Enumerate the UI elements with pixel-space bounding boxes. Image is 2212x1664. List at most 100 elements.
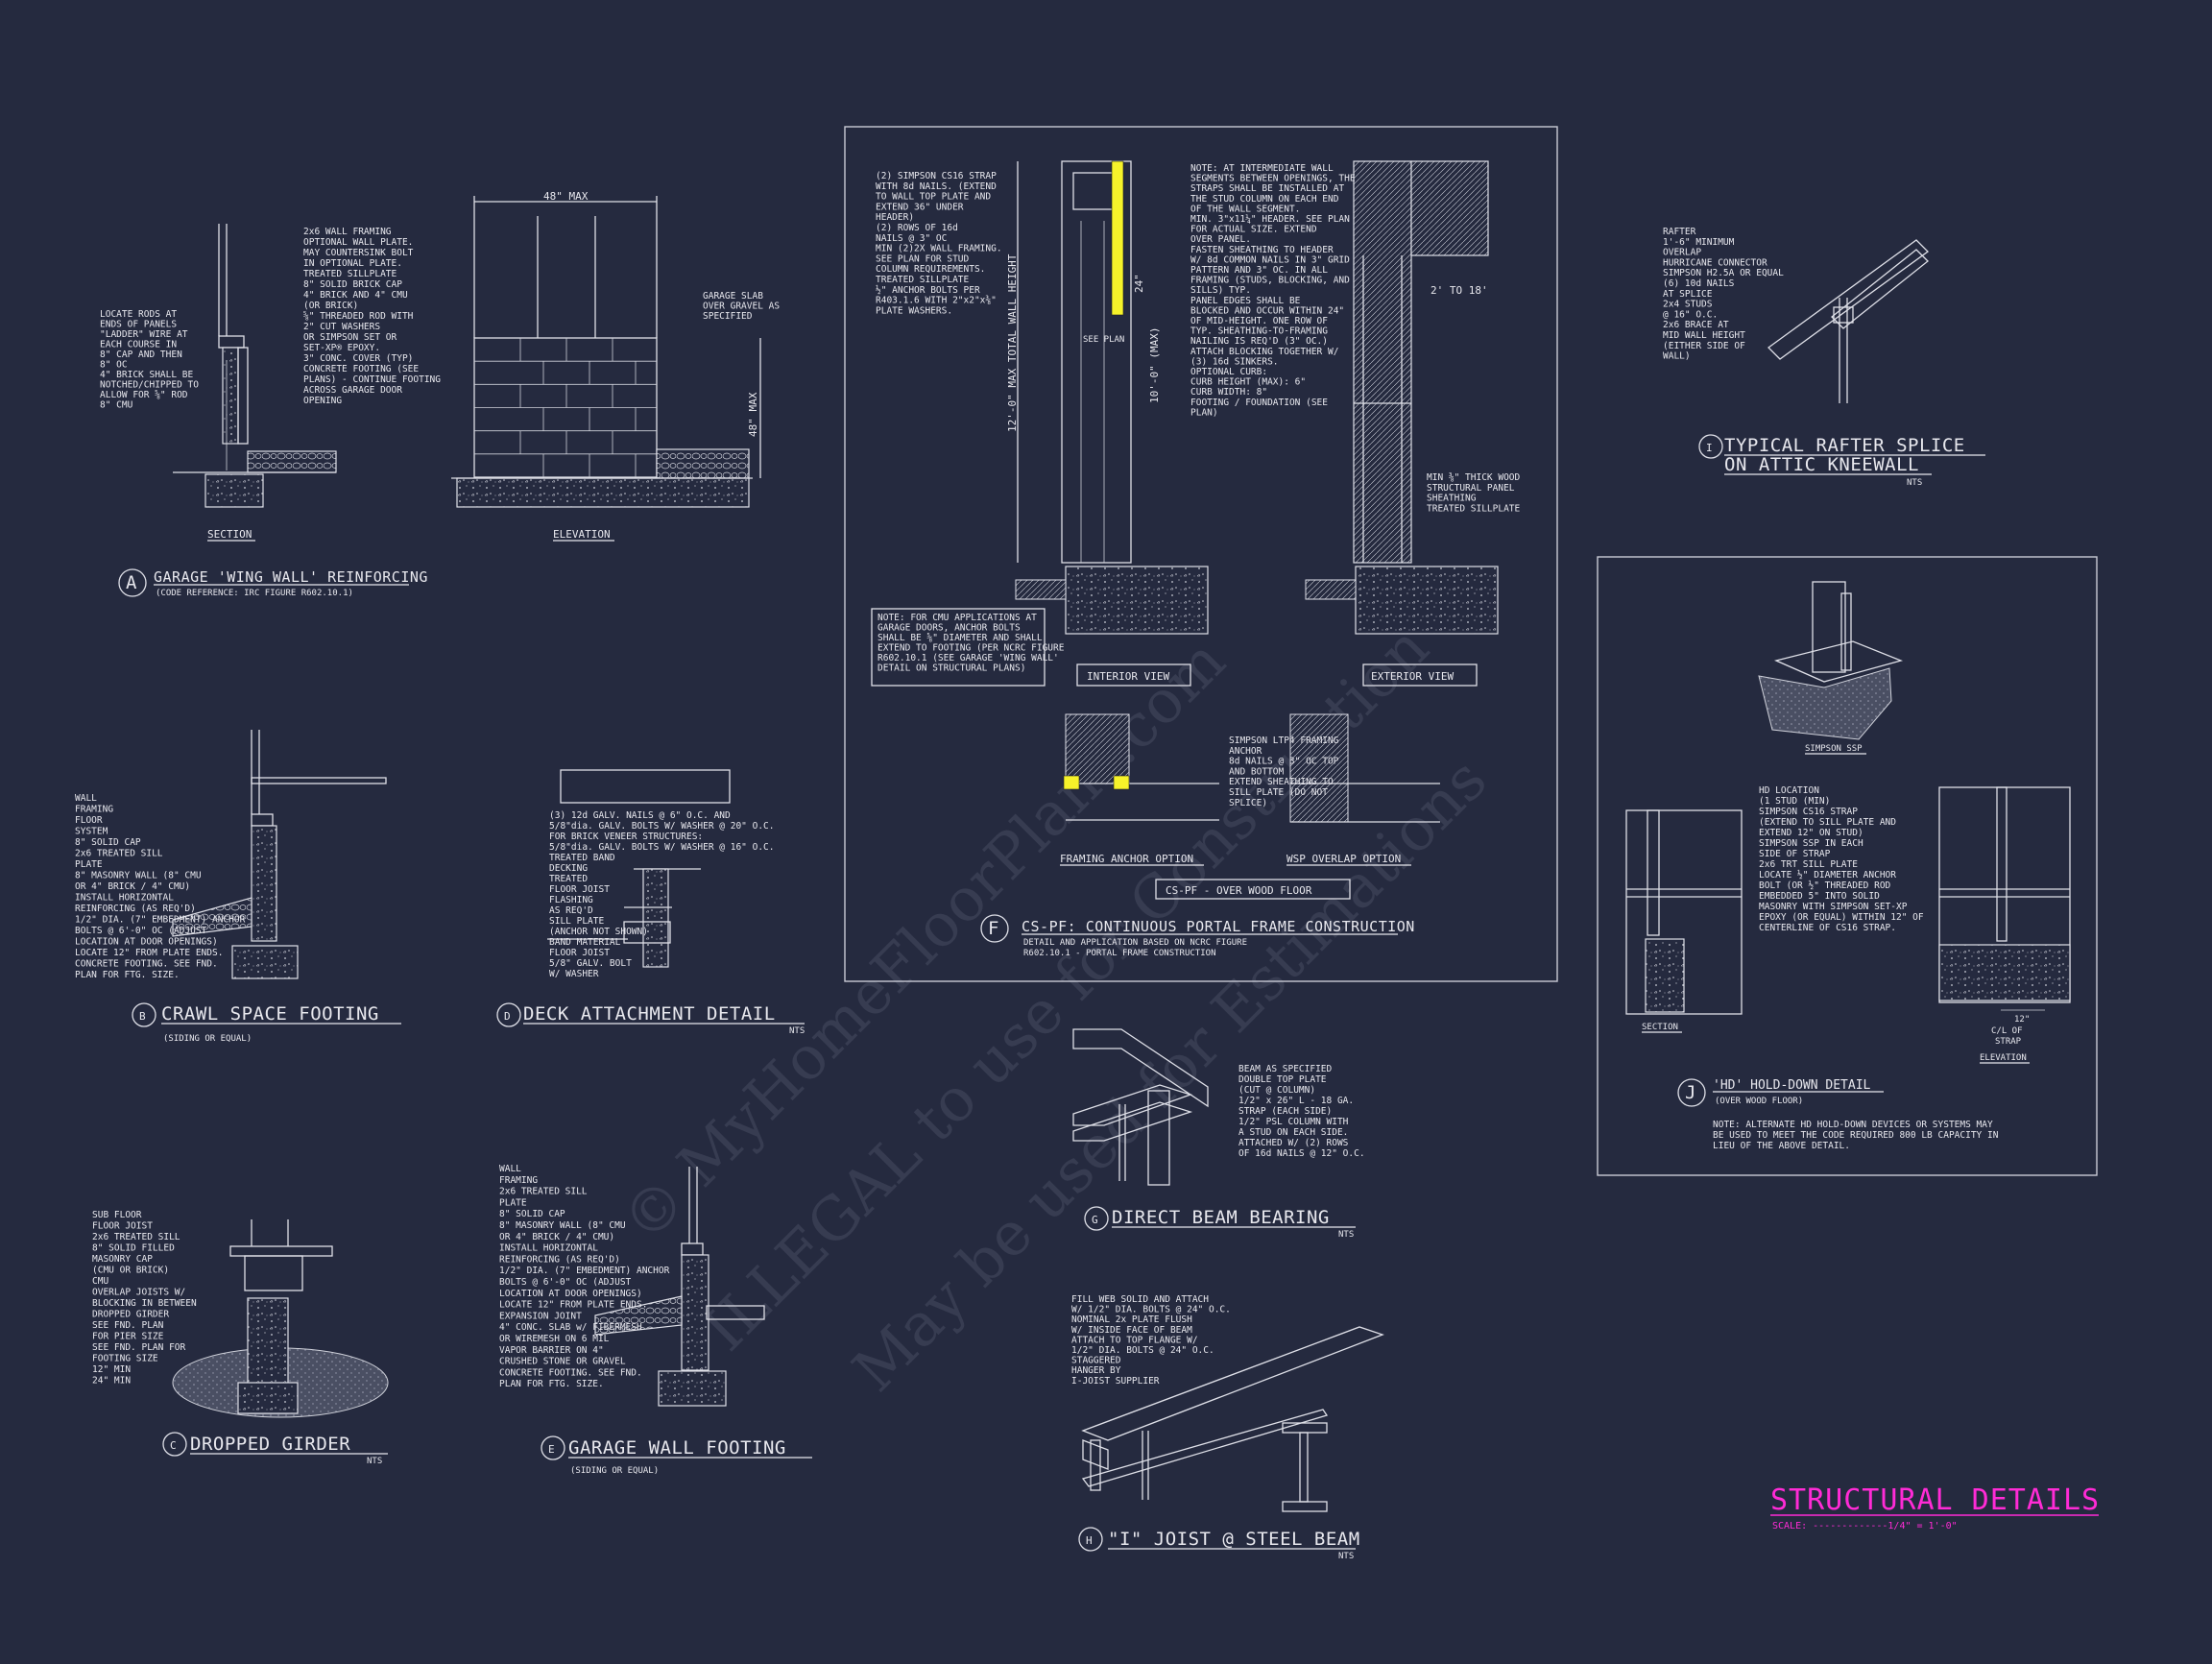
detail-d-nts: NTS	[789, 1026, 805, 1036]
detail-f-subtitle-1: DETAIL AND APPLICATION BASED ON NCRC FIG…	[1023, 938, 1247, 948]
detail-h-note-8: I-JOIST SUPPLIER	[1071, 1376, 1160, 1387]
detail-b-note-16: PLAN FOR FTG. SIZE.	[75, 970, 180, 980]
detail-c-note-14: 12" MIN	[92, 1364, 131, 1375]
detail-a-note-right-6: 4" BRICK AND 4" CMU	[303, 290, 408, 301]
detail-a-note-left-6: 4" BRICK SHALL BE	[100, 370, 194, 380]
detail-a-note-left-7: NOTCHED/CHIPPED TO	[100, 380, 199, 391]
detail-f-title: CS-PF: CONTINUOUS PORTAL FRAME CONSTRUCT…	[1022, 918, 1415, 935]
detail-h-note-6: STAGGERED	[1071, 1356, 1121, 1366]
detail-g-note-6: A STUD ON EACH SIDE.	[1238, 1127, 1348, 1138]
detail-f-note-box	[871, 608, 1046, 687]
detail-e-tag: E	[548, 1443, 555, 1456]
detail-f-note-mid-17: NAILING IS REQ'D (3" OC.)	[1190, 336, 1328, 347]
detail-e-note-6: OR 4" BRICK / 4" CMU)	[499, 1232, 614, 1242]
detail-g-note-1: DOUBLE TOP PLATE	[1238, 1074, 1327, 1085]
detail-a-note-right-10: OR SIMPSON SET OR	[303, 332, 397, 343]
detail-b-tag-circle	[132, 1002, 156, 1027]
detail-f-note-mid-7: OVER PANEL.	[1190, 234, 1251, 245]
detail-g-note-0: BEAM AS SPECIFIED	[1238, 1064, 1333, 1074]
detail-f-tag: F	[988, 918, 999, 939]
detail-a-note-right-5: 8" SOLID BRICK CAP	[303, 279, 402, 290]
detail-a-note-slab-2: SPECIFIED	[703, 311, 753, 322]
detail-e-note-1: FRAMING	[499, 1175, 538, 1186]
detail-g-tag-circle	[1084, 1206, 1109, 1231]
detail-i-title-1: TYPICAL RAFTER SPLICE	[1724, 435, 1965, 456]
detail-f-note-mid-1: SEGMENTS BETWEEN OPENINGS, THE	[1190, 174, 1356, 184]
detail-b-drawing	[172, 730, 387, 979]
detail-f-note-mid-22: CURB WIDTH: 8"	[1190, 387, 1267, 398]
detail-j-note-0: HD LOCATION	[1759, 785, 1819, 796]
detail-j-dim-cl: C/L OF	[1991, 1026, 2023, 1036]
detail-e-drawing	[594, 1167, 765, 1407]
detail-d-note-3: 5/8"dia. GALV. BOLTS W/ WASHER @ 16" O.C…	[549, 842, 775, 853]
detail-f-note-anchor-3: AND BOTTOM	[1229, 766, 1284, 777]
detail-j-note-5: SIMPSON SSP IN EACH	[1759, 838, 1863, 849]
detail-a-note-right-8: ⅝" THREADED ROD WITH	[303, 311, 414, 322]
detail-a-tag: A	[126, 572, 137, 593]
detail-a-note-left-9: 8" CMU	[100, 400, 133, 411]
detail-b-note-1: FRAMING	[75, 805, 113, 815]
detail-f-note-mid-5: MIN. 3"x11¼" HEADER. SEE PLAN	[1190, 214, 1350, 225]
detail-e-note-13: EXPANSION JOINT	[499, 1311, 582, 1321]
detail-i-note-5: (6) 10d NAILS	[1663, 278, 1735, 289]
detail-f-subtitle-2: R602.10.1 - PORTAL FRAME CONSTRUCTION	[1023, 949, 1215, 958]
detail-j-tag: J	[1685, 1082, 1696, 1103]
detail-j-subtitle: (OVER WOOD FLOOR)	[1715, 1097, 1803, 1106]
detail-h-title: "I" JOIST @ STEEL BEAM	[1108, 1529, 1360, 1550]
detail-f-ltp4-anchor-right	[1113, 775, 1130, 790]
detail-f-see-plan: SEE PLAN	[1083, 335, 1124, 345]
detail-f-note-left-5: (2) ROWS OF 16d	[876, 223, 958, 233]
detail-j-elevation-drawing: 12" C/L OF STRAP ELEVATION	[1938, 786, 2071, 1064]
detail-b-note-2: FLOOR	[75, 815, 103, 826]
detail-j-section-drawing: SECTION	[1625, 809, 1743, 1033]
detail-f-note-left-7: MIN (2)2X WALL FRAMING.	[876, 244, 1002, 254]
detail-f-note-box-line-3: EXTEND TO FOOTING (PER NCRC FIGURE	[878, 643, 1065, 654]
detail-f-exterior-view: EXTERIOR VIEW	[1371, 670, 1454, 683]
detail-j-note-6: SIDE OF STRAP	[1759, 849, 1831, 859]
detail-f-note-mid-18: ATTACH BLOCKING TOGETHER W/	[1190, 347, 1338, 357]
detail-j-note-11: MASONRY WITH SIMPSON SET-XP	[1759, 902, 1908, 912]
detail-b-note-13: LOCATION AT DOOR OPENINGS)	[75, 937, 218, 948]
detail-f-note-mid-16: TYP. SHEATHING-TO-FRAMING	[1190, 326, 1328, 337]
detail-a-note-right-13: CONCRETE FOOTING (SEE	[303, 364, 419, 374]
detail-f-cs-pf: CS-PF - OVER WOOD FLOOR	[1166, 884, 1312, 897]
detail-f-note-mid-19: (3) 16d SINKERS.	[1190, 356, 1279, 367]
detail-f-tag-circle	[980, 914, 1009, 943]
detail-j-elevation-label: ELEVATION	[1980, 1053, 2027, 1063]
detail-f-note-box-line-1: GARAGE DOORS, ANCHOR BOLTS	[878, 623, 1021, 634]
detail-a-dim-max: 48" MAX	[543, 190, 589, 203]
detail-h-note-0: FILL WEB SOLID AND ATTACH	[1071, 1294, 1209, 1305]
detail-f-exterior-box	[1362, 663, 1478, 687]
detail-e-note-3: PLATE	[499, 1197, 527, 1208]
detail-e-note-18: CONCRETE FOOTING. SEE FND.	[499, 1367, 642, 1378]
detail-e-note-11: LOCATION AT DOOR OPENINGS)	[499, 1289, 642, 1299]
detail-b-note-10: REINFORCING (AS REQ'D)	[75, 904, 196, 914]
detail-a-note-left-0: LOCATE RODS AT	[100, 309, 177, 320]
detail-a-note-left-3: EACH COURSE IN	[100, 340, 177, 350]
detail-f-note-box-line-0: NOTE: FOR CMU APPLICATIONS AT	[878, 613, 1037, 623]
detail-j-frame	[1597, 556, 2098, 1176]
detail-i-note-4: SIMPSON H2.5A OR EQUAL	[1663, 268, 1784, 278]
detail-e-note-0: WALL	[499, 1164, 521, 1174]
detail-b-tag: B	[139, 1010, 146, 1023]
detail-a-note-left-8: ALLOW FOR ⅝" ROD	[100, 390, 188, 400]
detail-i-note-11: (EITHER SIDE OF	[1663, 341, 1745, 351]
detail-g-nts: NTS	[1338, 1230, 1354, 1240]
detail-f-note-mid-8: FASTEN SHEATHING TO HEADER	[1190, 245, 1334, 255]
detail-a-title: GARAGE 'WING WALL' REINFORCING	[154, 568, 428, 586]
detail-j-note-7: 2x6 TRT SILL PLATE	[1759, 859, 1858, 870]
detail-a-section-drawing: SECTION	[173, 224, 337, 542]
detail-d-note-4: TREATED BAND	[549, 853, 615, 863]
detail-f-note-mid-11: FRAMING (STUDS, BLOCKING, AND	[1190, 276, 1350, 286]
detail-d-note-2: FOR BRICK VENEER STRUCTURES:	[549, 832, 703, 842]
detail-f-note-mid-3: THE STUD COLUMN ON EACH END	[1190, 194, 1339, 205]
detail-c-note-13: FOOTING SIZE	[92, 1354, 158, 1364]
detail-a-note-right-7: (OR BRICK)	[303, 301, 358, 311]
detail-j-tag-circle	[1677, 1078, 1706, 1107]
